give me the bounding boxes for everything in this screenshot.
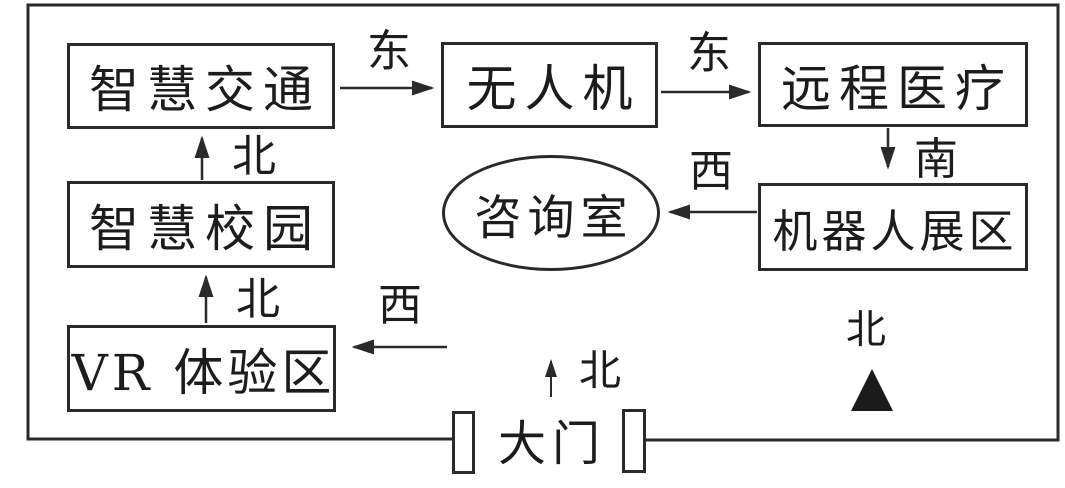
- gate-label: 大门: [497, 416, 607, 472]
- zone-drone-label: 无人机: [466, 60, 641, 118]
- zone-consult-room-label: 咨询室: [474, 190, 634, 246]
- direction-label-west-vr: 西: [378, 280, 422, 331]
- zone-consult-room: 咨询室: [442, 155, 660, 271]
- zone-smart-traffic-label: 智慧交通: [89, 61, 321, 119]
- direction-label-north-1: 北: [232, 131, 276, 182]
- zone-smart-campus: 智慧校园: [67, 181, 335, 268]
- direction-label-south: 南: [914, 134, 958, 185]
- zone-telemedicine-label: 远程医疗: [781, 59, 1013, 118]
- direction-label-east-1: 东: [367, 26, 411, 77]
- compass-north-label: 北: [846, 307, 886, 353]
- zone-robot-exhibit-label: 机器人展区: [772, 204, 1018, 258]
- direction-label-north-2: 北: [236, 274, 280, 325]
- gate-post-left: [452, 411, 475, 474]
- zone-vr-experience: VR 体验区: [67, 325, 336, 412]
- zone-drone: 无人机: [441, 42, 658, 128]
- zone-smart-campus-label: 智慧校园: [89, 199, 321, 258]
- zone-vr-experience-label: VR 体验区: [71, 343, 336, 402]
- direction-label-gate-north: 北: [578, 346, 622, 395]
- zone-smart-traffic: 智慧交通: [67, 43, 335, 129]
- gate-post-right: [622, 409, 646, 473]
- zone-telemedicine: 远程医疗: [758, 42, 1028, 127]
- compass-triangle-icon: [851, 369, 893, 411]
- direction-label-west-consult: 西: [689, 146, 733, 197]
- direction-label-east-2: 东: [687, 28, 731, 79]
- zone-robot-exhibit: 机器人展区: [758, 183, 1028, 271]
